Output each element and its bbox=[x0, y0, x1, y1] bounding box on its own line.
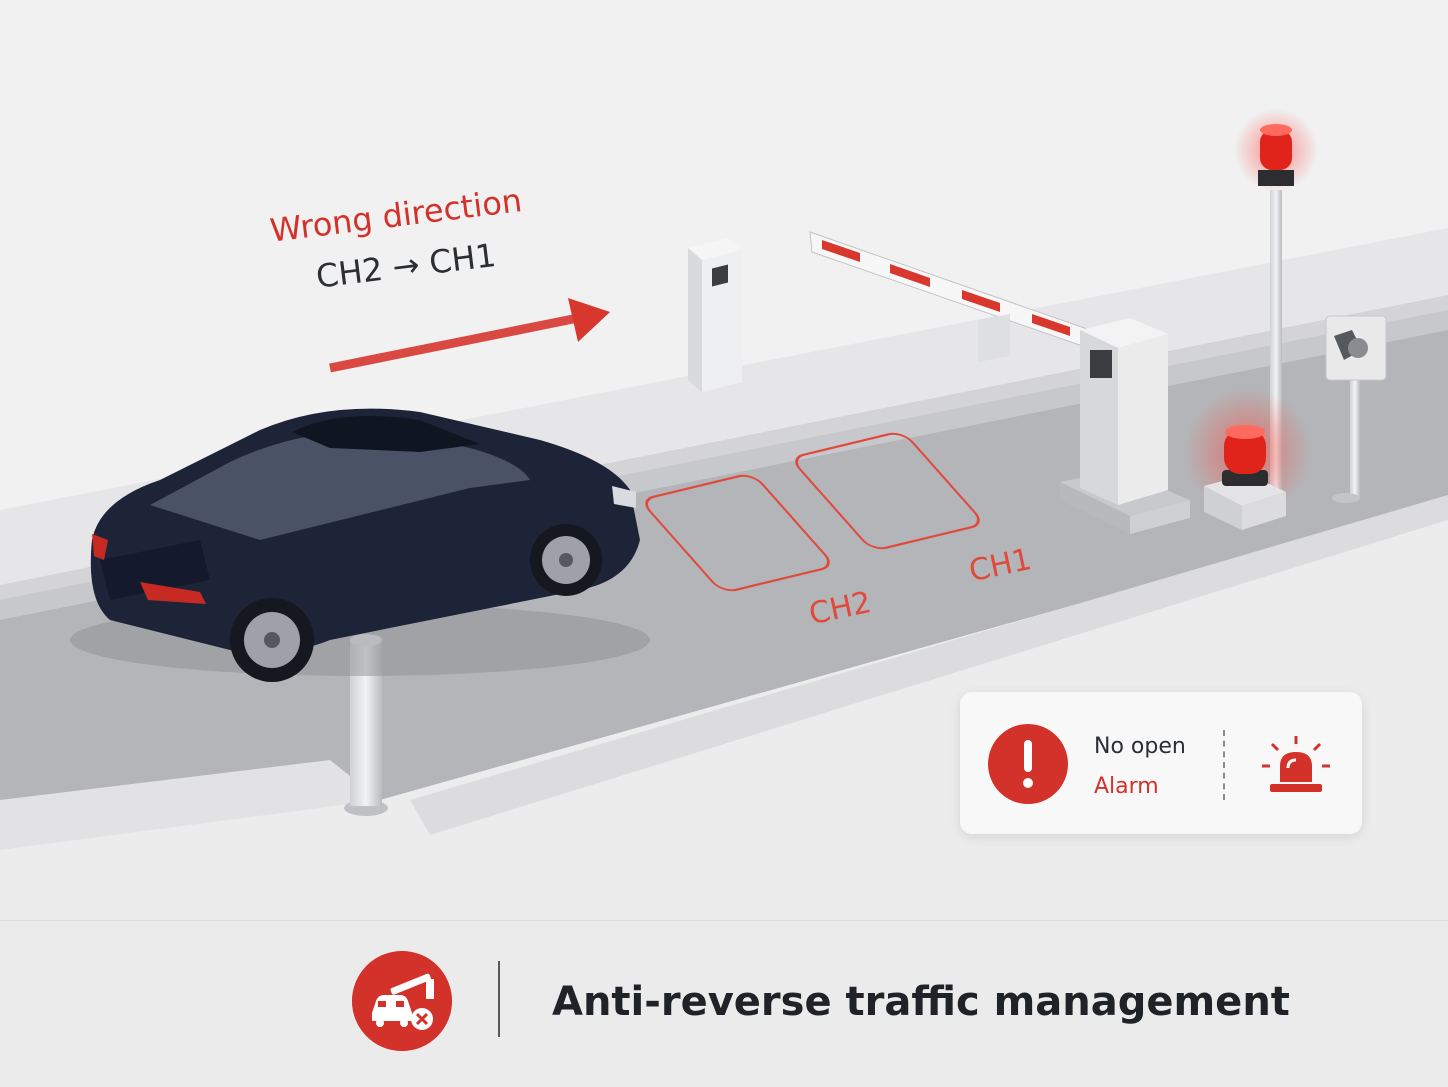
barrier-cabinet bbox=[1060, 318, 1190, 534]
page-title: Anti-reverse traffic management bbox=[552, 979, 1290, 1025]
ground-beacon bbox=[1184, 388, 1312, 530]
alarm-text: Alarm bbox=[1094, 774, 1159, 799]
loop-ch2-outline bbox=[645, 474, 830, 592]
ticket-kiosk bbox=[688, 238, 742, 392]
loop-ch1-outline bbox=[795, 432, 980, 550]
parking-lane-scene bbox=[0, 108, 1448, 850]
alert-icon bbox=[988, 724, 1068, 804]
no-open-text: No open bbox=[1094, 734, 1186, 759]
anti-reverse-car-barrier-icon bbox=[352, 951, 452, 1051]
alarm-beacon-icon bbox=[1262, 736, 1330, 792]
wrong-direction-arrow bbox=[568, 298, 610, 342]
speaker-pole bbox=[1325, 315, 1387, 503]
sedan-car bbox=[70, 408, 650, 682]
status-card: No open Alarm bbox=[960, 692, 1362, 834]
footer-divider bbox=[498, 961, 500, 1037]
footer-bar: Anti-reverse traffic management bbox=[0, 920, 1448, 1087]
card-divider bbox=[1223, 730, 1225, 800]
